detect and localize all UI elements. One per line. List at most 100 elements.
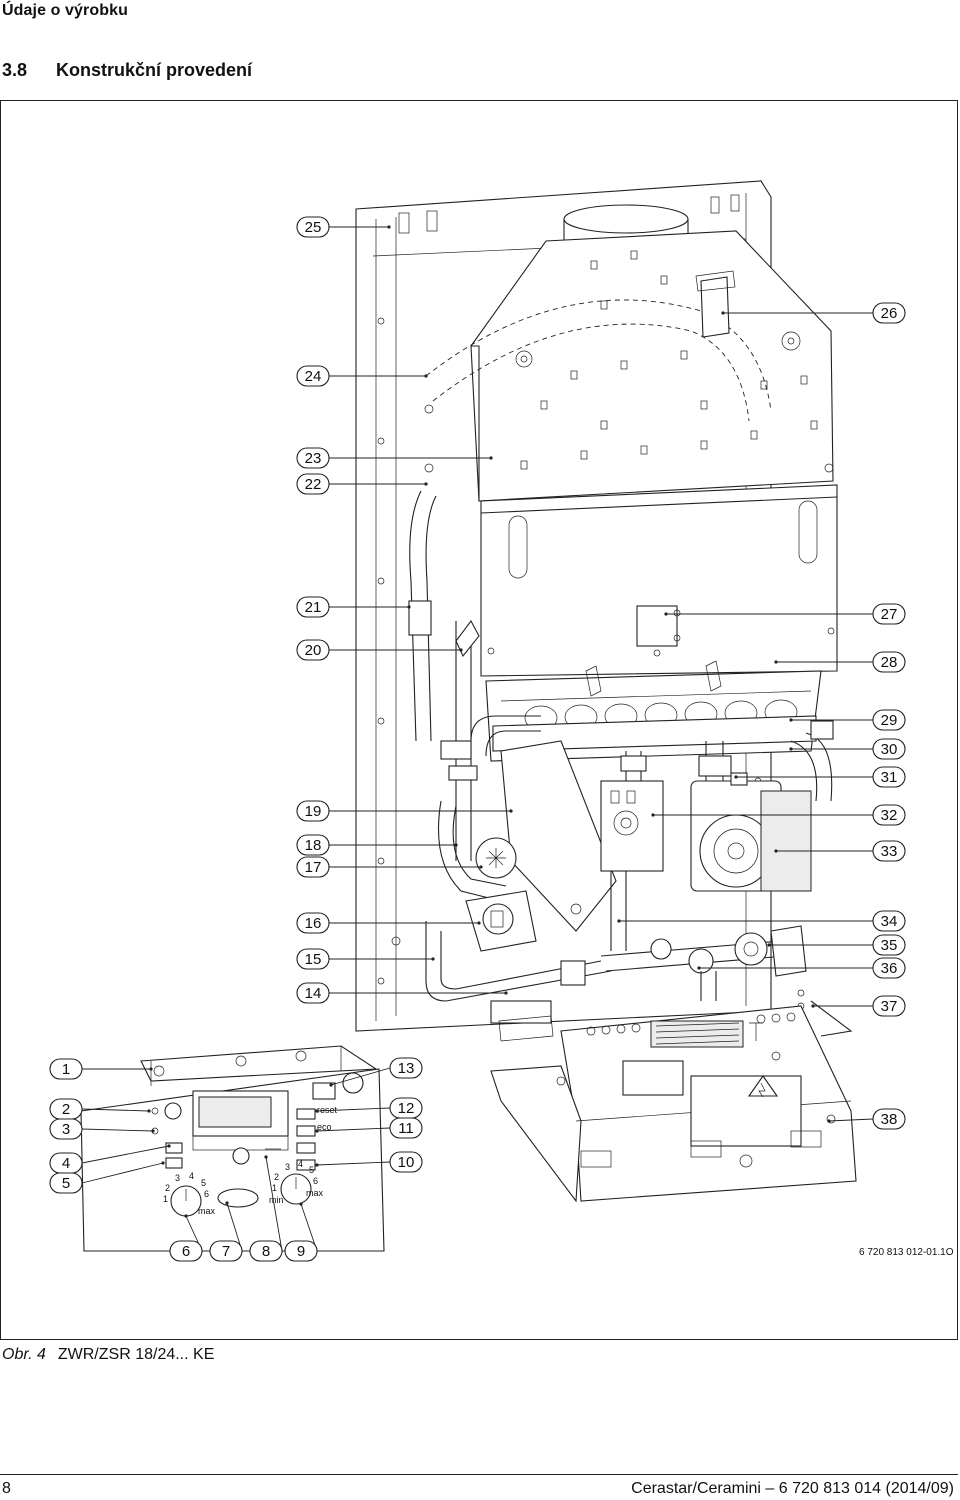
left-scale-1: 1 — [163, 1194, 168, 1204]
callout-number-21: 21 — [305, 599, 322, 616]
panel-labels: reset eco max max min 1 2 3 4 5 6 1 2 3 … — [163, 1105, 338, 1216]
callout-leader-dot-27 — [664, 612, 668, 616]
callout-number-34: 34 — [881, 913, 898, 930]
callout-outline-18 — [296, 834, 330, 856]
callout-number-17: 17 — [305, 859, 322, 876]
callout-leader-3 — [81, 1128, 154, 1132]
callout-outline-35 — [872, 934, 906, 956]
callout-leader-8 — [265, 1156, 283, 1252]
callout-number-2: 2 — [62, 1101, 70, 1118]
callout-11: 11 — [389, 1117, 423, 1139]
callout-19: 19 — [296, 800, 330, 822]
callout-outline-7 — [209, 1240, 243, 1262]
callout-leader-4 — [81, 1145, 170, 1164]
callout-33: 33 — [872, 840, 906, 862]
callout-leader-dot-34 — [617, 919, 621, 923]
callout-35: 35 — [872, 934, 906, 956]
callout-20: 20 — [296, 639, 330, 661]
callout-number-1: 1 — [62, 1061, 70, 1078]
right-scale-5: 5 — [309, 1165, 314, 1175]
callout-number-6: 6 — [182, 1243, 190, 1260]
callout-leader-dot-25 — [387, 225, 391, 229]
callout-outline-9 — [284, 1240, 318, 1262]
callout-leader-dot-12 — [315, 1109, 319, 1113]
hood-louvers — [520, 250, 818, 470]
callout-leader-dot-18 — [454, 843, 458, 847]
callout-number-32: 32 — [881, 807, 898, 824]
callout-36: 36 — [872, 957, 906, 979]
callout-outline-12 — [389, 1097, 423, 1119]
callout-23: 23 — [296, 447, 330, 469]
callout-leader-5 — [81, 1162, 164, 1184]
callout-2: 2 — [49, 1098, 83, 1120]
page-number: 8 — [2, 1480, 11, 1497]
eco-label: eco — [317, 1122, 332, 1132]
callout-number-19: 19 — [305, 803, 322, 820]
right-scale-4: 4 — [298, 1159, 303, 1169]
callout-number-15: 15 — [305, 951, 322, 968]
callout-leader-dot-31 — [734, 775, 738, 779]
right-min-label: min — [269, 1195, 284, 1205]
callout-leader-dot-23 — [489, 456, 493, 460]
callout-27: 27 — [872, 603, 906, 625]
callout-leader-dot-26 — [721, 311, 725, 315]
callout-leader-dot-6 — [184, 1214, 188, 1218]
callout-5: 5 — [49, 1172, 83, 1194]
callout-outline-29 — [872, 709, 906, 731]
callout-outline-32 — [872, 804, 906, 826]
figure-frame: reset eco max max min 1 2 3 4 5 6 1 2 3 … — [0, 100, 958, 1340]
callout-outline-22 — [296, 473, 330, 495]
right-scale-3: 3 — [285, 1162, 290, 1172]
callout-leader-dot-24 — [424, 374, 428, 378]
callout-leader-dot-8 — [264, 1155, 268, 1159]
callout-leader-dot-9 — [299, 1202, 303, 1206]
right-max-label: max — [306, 1188, 324, 1198]
callout-18: 18 — [296, 834, 330, 856]
callout-outline-5 — [49, 1172, 83, 1194]
left-scale-2: 2 — [165, 1183, 170, 1193]
left-scale-5: 5 — [201, 1178, 206, 1188]
callout-outline-15 — [296, 948, 330, 970]
callout-leader-dot-21 — [407, 605, 411, 609]
callout-leader-dot-5 — [161, 1161, 165, 1165]
callout-outline-16 — [296, 912, 330, 934]
callout-leader-dot-10 — [315, 1163, 319, 1167]
reset-label: reset — [317, 1105, 338, 1115]
callout-1: 1 — [49, 1058, 83, 1080]
electronics-box — [490, 1005, 857, 1203]
callout-number-30: 30 — [881, 741, 898, 758]
callout-number-29: 29 — [881, 712, 898, 729]
callout-outline-37 — [872, 995, 906, 1017]
callout-leader-9 — [300, 1203, 318, 1252]
callout-leader-7 — [226, 1202, 243, 1252]
callout-31: 31 — [872, 766, 906, 788]
callout-number-28: 28 — [881, 654, 898, 671]
section-number: 3.8 — [2, 60, 28, 80]
callout-number-24: 24 — [305, 368, 322, 385]
callout-22: 22 — [296, 473, 330, 495]
callout-leader-dot-4 — [167, 1144, 171, 1148]
callout-leader-dot-1 — [149, 1067, 153, 1071]
callout-leader-dot-11 — [315, 1129, 319, 1133]
callout-outline-36 — [872, 957, 906, 979]
combustion-chamber — [480, 484, 838, 677]
callout-leader-dot-33 — [774, 849, 778, 853]
callout-leader-10 — [316, 1161, 391, 1166]
callout-28: 28 — [872, 651, 906, 673]
callout-leader-dot-17 — [479, 865, 483, 869]
callout-number-31: 31 — [881, 769, 898, 786]
figure-code: 6 720 813 012-01.1O — [859, 1247, 954, 1258]
callout-outline-34 — [872, 910, 906, 932]
left-scale-6: 6 — [204, 1189, 209, 1199]
callout-number-10: 10 — [398, 1154, 415, 1171]
callout-17: 17 — [296, 856, 330, 878]
callout-leader-dot-38 — [827, 1119, 831, 1123]
callout-leader-dot-15 — [431, 957, 435, 961]
callout-number-16: 16 — [305, 915, 322, 932]
callout-leader-dot-29 — [789, 718, 793, 722]
callout-outline-8 — [249, 1240, 283, 1262]
callout-number-26: 26 — [881, 305, 898, 322]
callout-leader-dot-30 — [789, 747, 793, 751]
